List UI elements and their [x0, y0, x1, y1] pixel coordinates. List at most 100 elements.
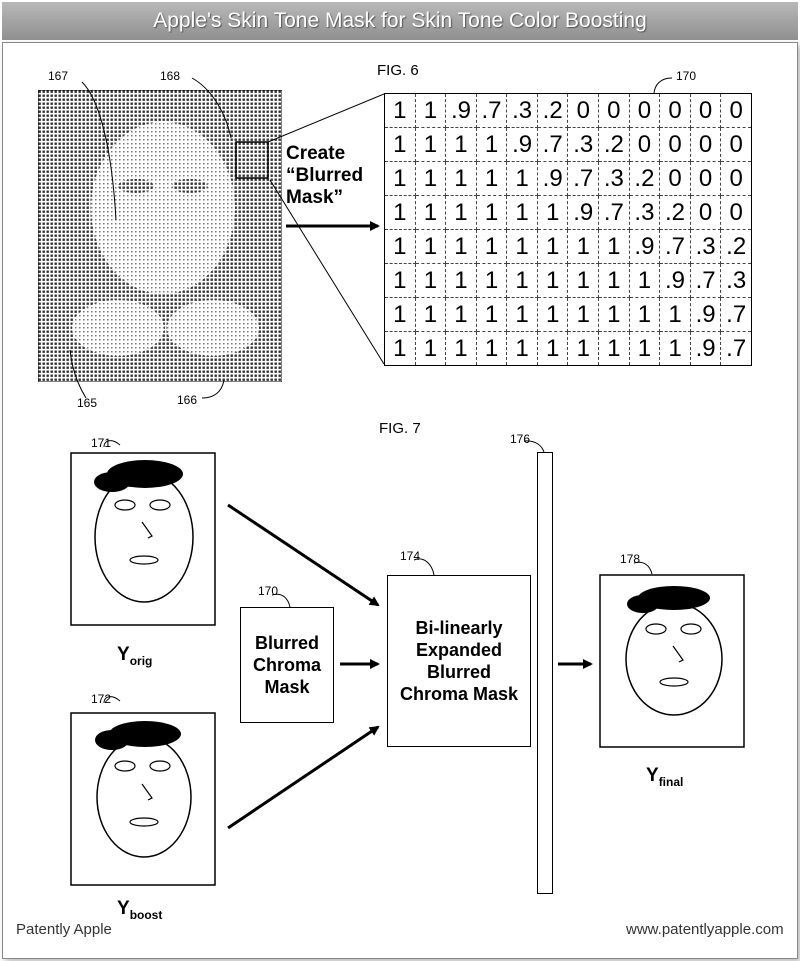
matrix-cell: .2: [536, 93, 569, 128]
matrix-cell: .9: [628, 229, 661, 264]
matrix-cell: 0: [689, 93, 722, 128]
matrix-cell: .2: [720, 229, 752, 264]
matrix-cell: .9: [689, 331, 722, 366]
matrix-cell: .3: [720, 263, 752, 298]
matrix-cell: 1: [414, 297, 447, 332]
matrix-cell: 0: [659, 93, 691, 128]
matrix-cell: 1: [506, 195, 538, 230]
matrix-cell: 1: [659, 297, 691, 332]
matrix-cell: 1: [445, 195, 477, 230]
matrix-cell: 1: [414, 331, 447, 366]
matrix-cell: 1: [628, 297, 661, 332]
matrix-cell: .9: [689, 297, 722, 332]
expanded-chroma-mask-box: Bi-linearly Expanded Blurred Chroma Mask: [387, 575, 531, 747]
ref-171: 171: [91, 436, 112, 450]
matrix-cell: 1: [384, 297, 416, 332]
face-y-boost-image: [70, 712, 216, 886]
matrix-cell: 0: [689, 127, 722, 162]
matrix-cell: 1: [536, 263, 569, 298]
matrix-cell: .3: [567, 127, 600, 162]
ref-176: 176: [510, 432, 531, 446]
blurred-chroma-mask-box: Blurred Chroma Mask: [240, 607, 334, 723]
matrix-cell: .9: [659, 263, 691, 298]
matrix-cell: 1: [414, 195, 447, 230]
matrix-cell: 0: [720, 127, 752, 162]
matrix-cell: 0: [720, 93, 752, 128]
matrix-cell: 1: [475, 161, 508, 196]
matrix-cell: 1: [536, 331, 569, 366]
matrix-cell: 1: [628, 263, 661, 298]
matrix-cell: 1: [506, 229, 538, 264]
matrix-cell: .3: [628, 195, 661, 230]
matrix-cell: 0: [628, 127, 661, 162]
matrix-cell: 1: [384, 127, 416, 162]
matrix-cell: 1: [475, 331, 508, 366]
matrix-cell: .9: [536, 161, 569, 196]
y-orig-label: Yorig: [117, 644, 153, 668]
matrix-cell: 1: [384, 93, 416, 128]
matrix-cell: 1: [414, 127, 447, 162]
matrix-cell: 1: [414, 161, 447, 196]
matrix-cell: 0: [689, 195, 722, 230]
matrix-cell: 1: [414, 229, 447, 264]
matrix-cell: 1: [598, 229, 630, 264]
matrix-cell: 0: [598, 93, 630, 128]
matrix-cell: .9: [445, 93, 477, 128]
matrix-cell: 1: [414, 93, 447, 128]
ref-178: 178: [620, 552, 641, 566]
matrix-cell: 1: [384, 161, 416, 196]
matrix-cell: 1: [506, 263, 538, 298]
matrix-cell: .2: [659, 195, 691, 230]
matrix-cell: 1: [536, 297, 569, 332]
matrix-cell: 1: [598, 297, 630, 332]
ref-170-box: 170: [258, 584, 279, 598]
title-bar: Apple's Skin Tone Mask for Skin Tone Col…: [2, 2, 798, 40]
matrix-cell: 1: [628, 331, 661, 366]
matrix-cell: 0: [689, 161, 722, 196]
matrix-cell: .7: [475, 93, 508, 128]
face-y-orig-image: [70, 452, 216, 626]
matrix-cell: .7: [598, 195, 630, 230]
matrix-cell: .3: [689, 229, 722, 264]
matrix-cell: 1: [567, 229, 600, 264]
matrix-cell: 1: [475, 195, 508, 230]
matrix-cell: 0: [659, 161, 691, 196]
matrix-cell: 1: [536, 195, 569, 230]
matrix-cell: .7: [567, 161, 600, 196]
create-blurred-mask-label: Create “Blurred Mask”: [286, 143, 364, 208]
matrix-cell: 1: [445, 161, 477, 196]
matrix-cell: 1: [475, 229, 508, 264]
matrix-cell: .7: [689, 263, 722, 298]
matrix-cell: 1: [475, 297, 508, 332]
matrix-cell: 1: [598, 331, 630, 366]
matrix-cell: 1: [384, 229, 416, 264]
y-final-label: Yfinal: [646, 765, 684, 789]
matrix-cell: 0: [659, 127, 691, 162]
matrix-cell: .9: [506, 127, 538, 162]
matrix-cell: .9: [567, 195, 600, 230]
ref-167: 167: [48, 69, 69, 83]
matrix-cell: 1: [384, 331, 416, 366]
matrix-cell: 1: [598, 263, 630, 298]
matrix-cell: 1: [506, 297, 538, 332]
face-y-final-image: [599, 574, 745, 748]
fig6-label: FIG. 6: [377, 62, 419, 79]
matrix-cell: 1: [536, 229, 569, 264]
matrix-cell: 1: [384, 195, 416, 230]
matrix-cell: .7: [720, 331, 752, 366]
ref-174: 174: [400, 549, 421, 563]
matrix-cell: 1: [445, 297, 477, 332]
matrix-cell: 1: [384, 263, 416, 298]
fig7-label: FIG. 7: [379, 420, 421, 437]
ref-165: 165: [77, 396, 98, 410]
footer-brand: Patently Apple: [16, 921, 112, 938]
matrix-cell: 1: [475, 263, 508, 298]
matrix-cell: 1: [506, 161, 538, 196]
matrix-cell: 1: [567, 263, 600, 298]
